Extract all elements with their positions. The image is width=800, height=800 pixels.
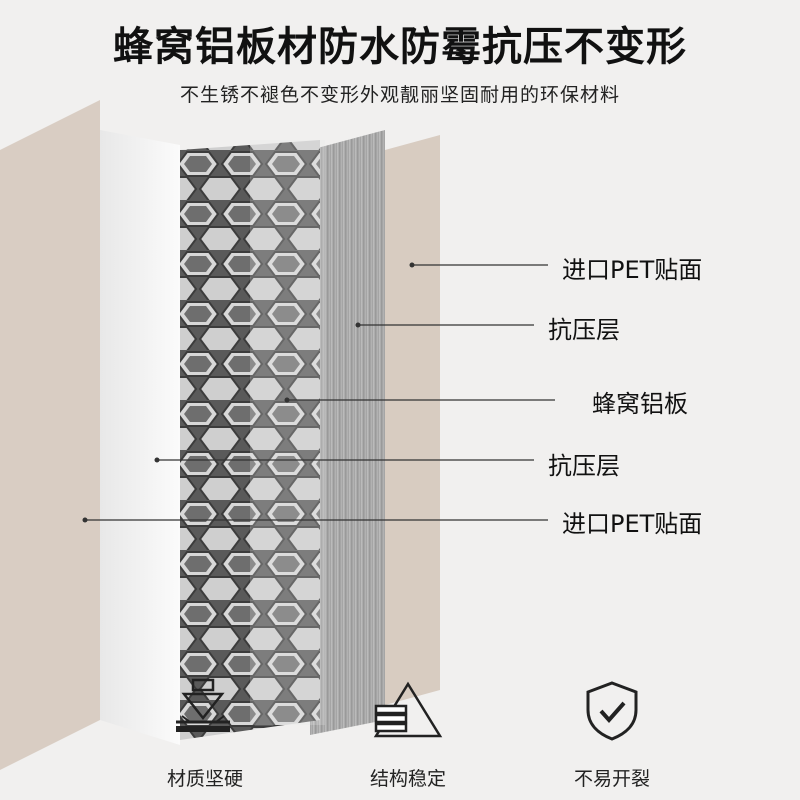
feature-hard-material: 材质坚硬: [166, 768, 243, 790]
label-honeycomb: 蜂窝铝板: [592, 390, 688, 418]
label-pet-top: 进口PET贴面: [562, 256, 703, 284]
pet-panel-back: [385, 135, 440, 705]
hard-material-icon: [170, 676, 236, 746]
pressure-layer-back: [310, 130, 385, 735]
pet-panel-front: [0, 100, 100, 770]
feature-crack-resistant: 不易开裂: [573, 768, 650, 790]
honeycomb-core: [180, 140, 320, 740]
pressure-layer-front: [100, 130, 180, 745]
page-title: 蜂窝铝板材防水防霉抗压不变形: [113, 24, 687, 70]
label-pressure-bottom: 抗压层: [548, 452, 620, 480]
shield-check-icon: [583, 680, 641, 746]
feature-stable-structure: 结构稳定: [369, 768, 446, 790]
stable-structure-icon: [372, 680, 444, 746]
label-pressure-top: 抗压层: [548, 316, 620, 344]
label-pet-bottom: 进口PET贴面: [562, 510, 703, 538]
page-subtitle: 不生锈不褪色不变形外观靓丽坚固耐用的环保材料: [179, 84, 620, 106]
